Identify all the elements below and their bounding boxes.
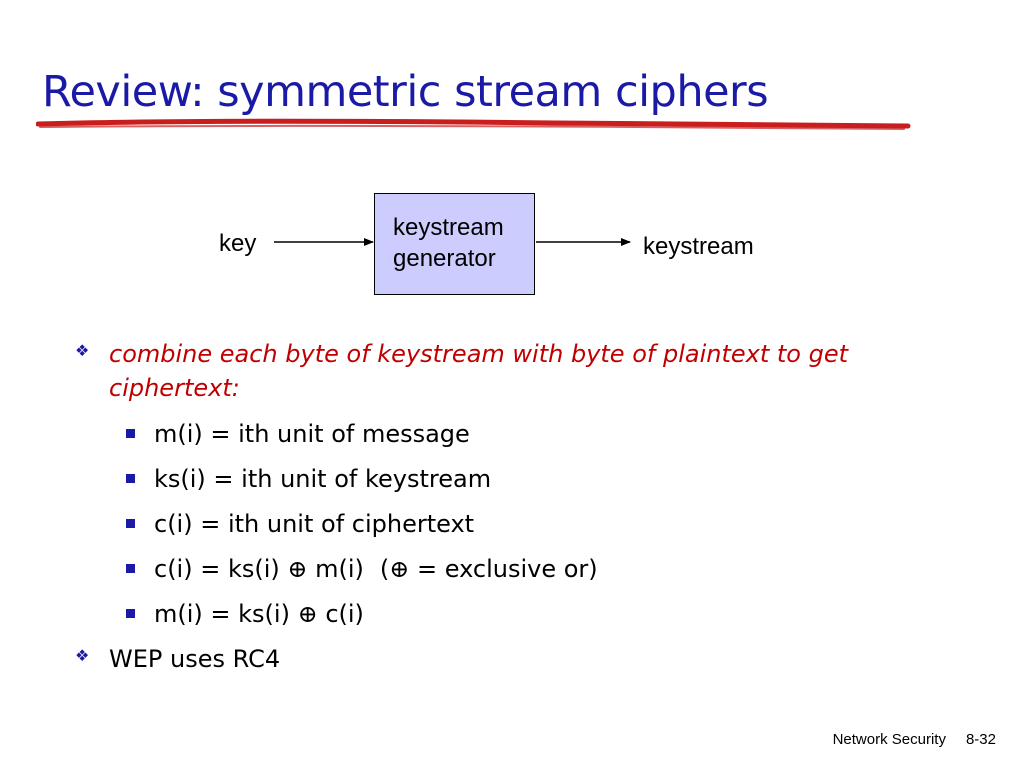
keystream-generator-label: keystream generator [393, 214, 504, 272]
bullet-keystream-unit: ks(i) = ith unit of keystream [126, 462, 492, 496]
square-bullet-icon [126, 474, 135, 483]
xor-symbol: ⊕ [287, 555, 308, 583]
title-underline [36, 118, 911, 130]
footer-section: Network Security [832, 731, 946, 748]
formula-part: = exclusive or) [409, 555, 598, 583]
keystream-generator-box: keystream generator [374, 193, 535, 295]
formula-part: ( [379, 555, 390, 583]
diamond-bullet-icon: ❖ [75, 341, 90, 360]
square-bullet-icon [126, 429, 135, 438]
formula-part: c(i) = ks(i) [154, 555, 288, 583]
bullet-text: WEP uses RC4 [109, 645, 281, 673]
bullet-wep-rc4: ❖ WEP uses RC4 [75, 642, 281, 676]
bullet-encryption-formula: c(i) = ks(i) ⊕ m(i)(⊕ = exclusive or) [126, 552, 598, 586]
diamond-bullet-icon: ❖ [75, 646, 90, 665]
key-label: key [219, 230, 257, 257]
bullet-message-unit: m(i) = ith unit of message [126, 417, 470, 451]
footer-page-number: 8-32 [965, 731, 996, 748]
formula-part: m(i) [307, 555, 364, 583]
bullet-text: ks(i) = ith unit of keystream [154, 465, 492, 493]
xor-symbol: ⊕ [389, 555, 410, 583]
square-bullet-icon [126, 564, 135, 573]
bullet-text: c(i) = ith unit of ciphertext [154, 510, 475, 538]
square-bullet-icon [126, 609, 135, 618]
square-bullet-icon [126, 519, 135, 528]
slide-footer: Network Security 8-32 [833, 731, 996, 748]
slide-title: Review: symmetric stream ciphers [42, 67, 769, 117]
bullet-ciphertext-unit: c(i) = ith unit of ciphertext [126, 507, 475, 541]
bullet-text: m(i) = ith unit of message [154, 420, 470, 448]
xor-symbol: ⊕ [297, 600, 318, 628]
bullet-combine-keystream: ❖ combine each byte of keystream with by… [75, 337, 909, 405]
formula-part: m(i) = ks(i) [154, 600, 298, 628]
bullet-text: combine each byte of keystream with byte… [109, 340, 848, 402]
formula-part: c(i) [317, 600, 364, 628]
keystream-output-label: keystream [643, 233, 754, 260]
bullet-decryption-formula: m(i) = ks(i) ⊕ c(i) [126, 597, 364, 631]
